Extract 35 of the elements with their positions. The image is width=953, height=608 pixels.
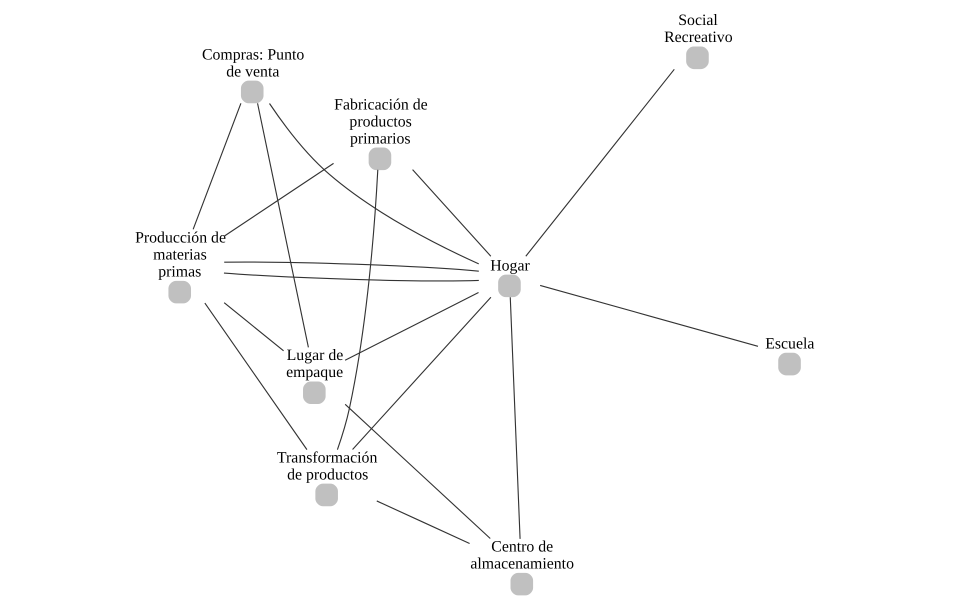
node-circle [498, 274, 520, 298]
connector [223, 272, 478, 282]
node-label: Social Recreativo [664, 12, 732, 46]
node-label: Fabricación de productos primarios [334, 96, 428, 148]
node-label: Producción de materias primas [134, 230, 226, 281]
node-label: Escuela [764, 335, 814, 352]
connector [256, 103, 308, 348]
connector [336, 170, 378, 450]
node-circle [778, 352, 800, 376]
node-circle [686, 46, 708, 70]
connector [352, 296, 491, 450]
node-circle [368, 148, 391, 170]
node-circle [168, 280, 191, 304]
connector [509, 297, 520, 539]
connector [539, 284, 758, 347]
connector [204, 302, 307, 450]
node-circle [314, 484, 338, 506]
connector [344, 404, 490, 539]
node-circle [302, 381, 326, 404]
connector [223, 162, 334, 237]
node-circle [240, 80, 264, 104]
connector [192, 103, 241, 230]
node-label: Transformación de productos [276, 449, 377, 484]
connector [268, 103, 478, 264]
connector [412, 169, 491, 257]
node-label: Centro de almacenamiento [470, 538, 574, 573]
node-label: Hogar [490, 257, 530, 274]
connector [223, 302, 284, 352]
connector [376, 500, 470, 544]
node-label: Compras: Punto de venta [201, 46, 304, 80]
connector [224, 261, 478, 272]
node-label: Lugar de empaque [286, 347, 343, 382]
connector [524, 68, 674, 257]
connector [344, 292, 478, 361]
node-circle [510, 572, 533, 596]
